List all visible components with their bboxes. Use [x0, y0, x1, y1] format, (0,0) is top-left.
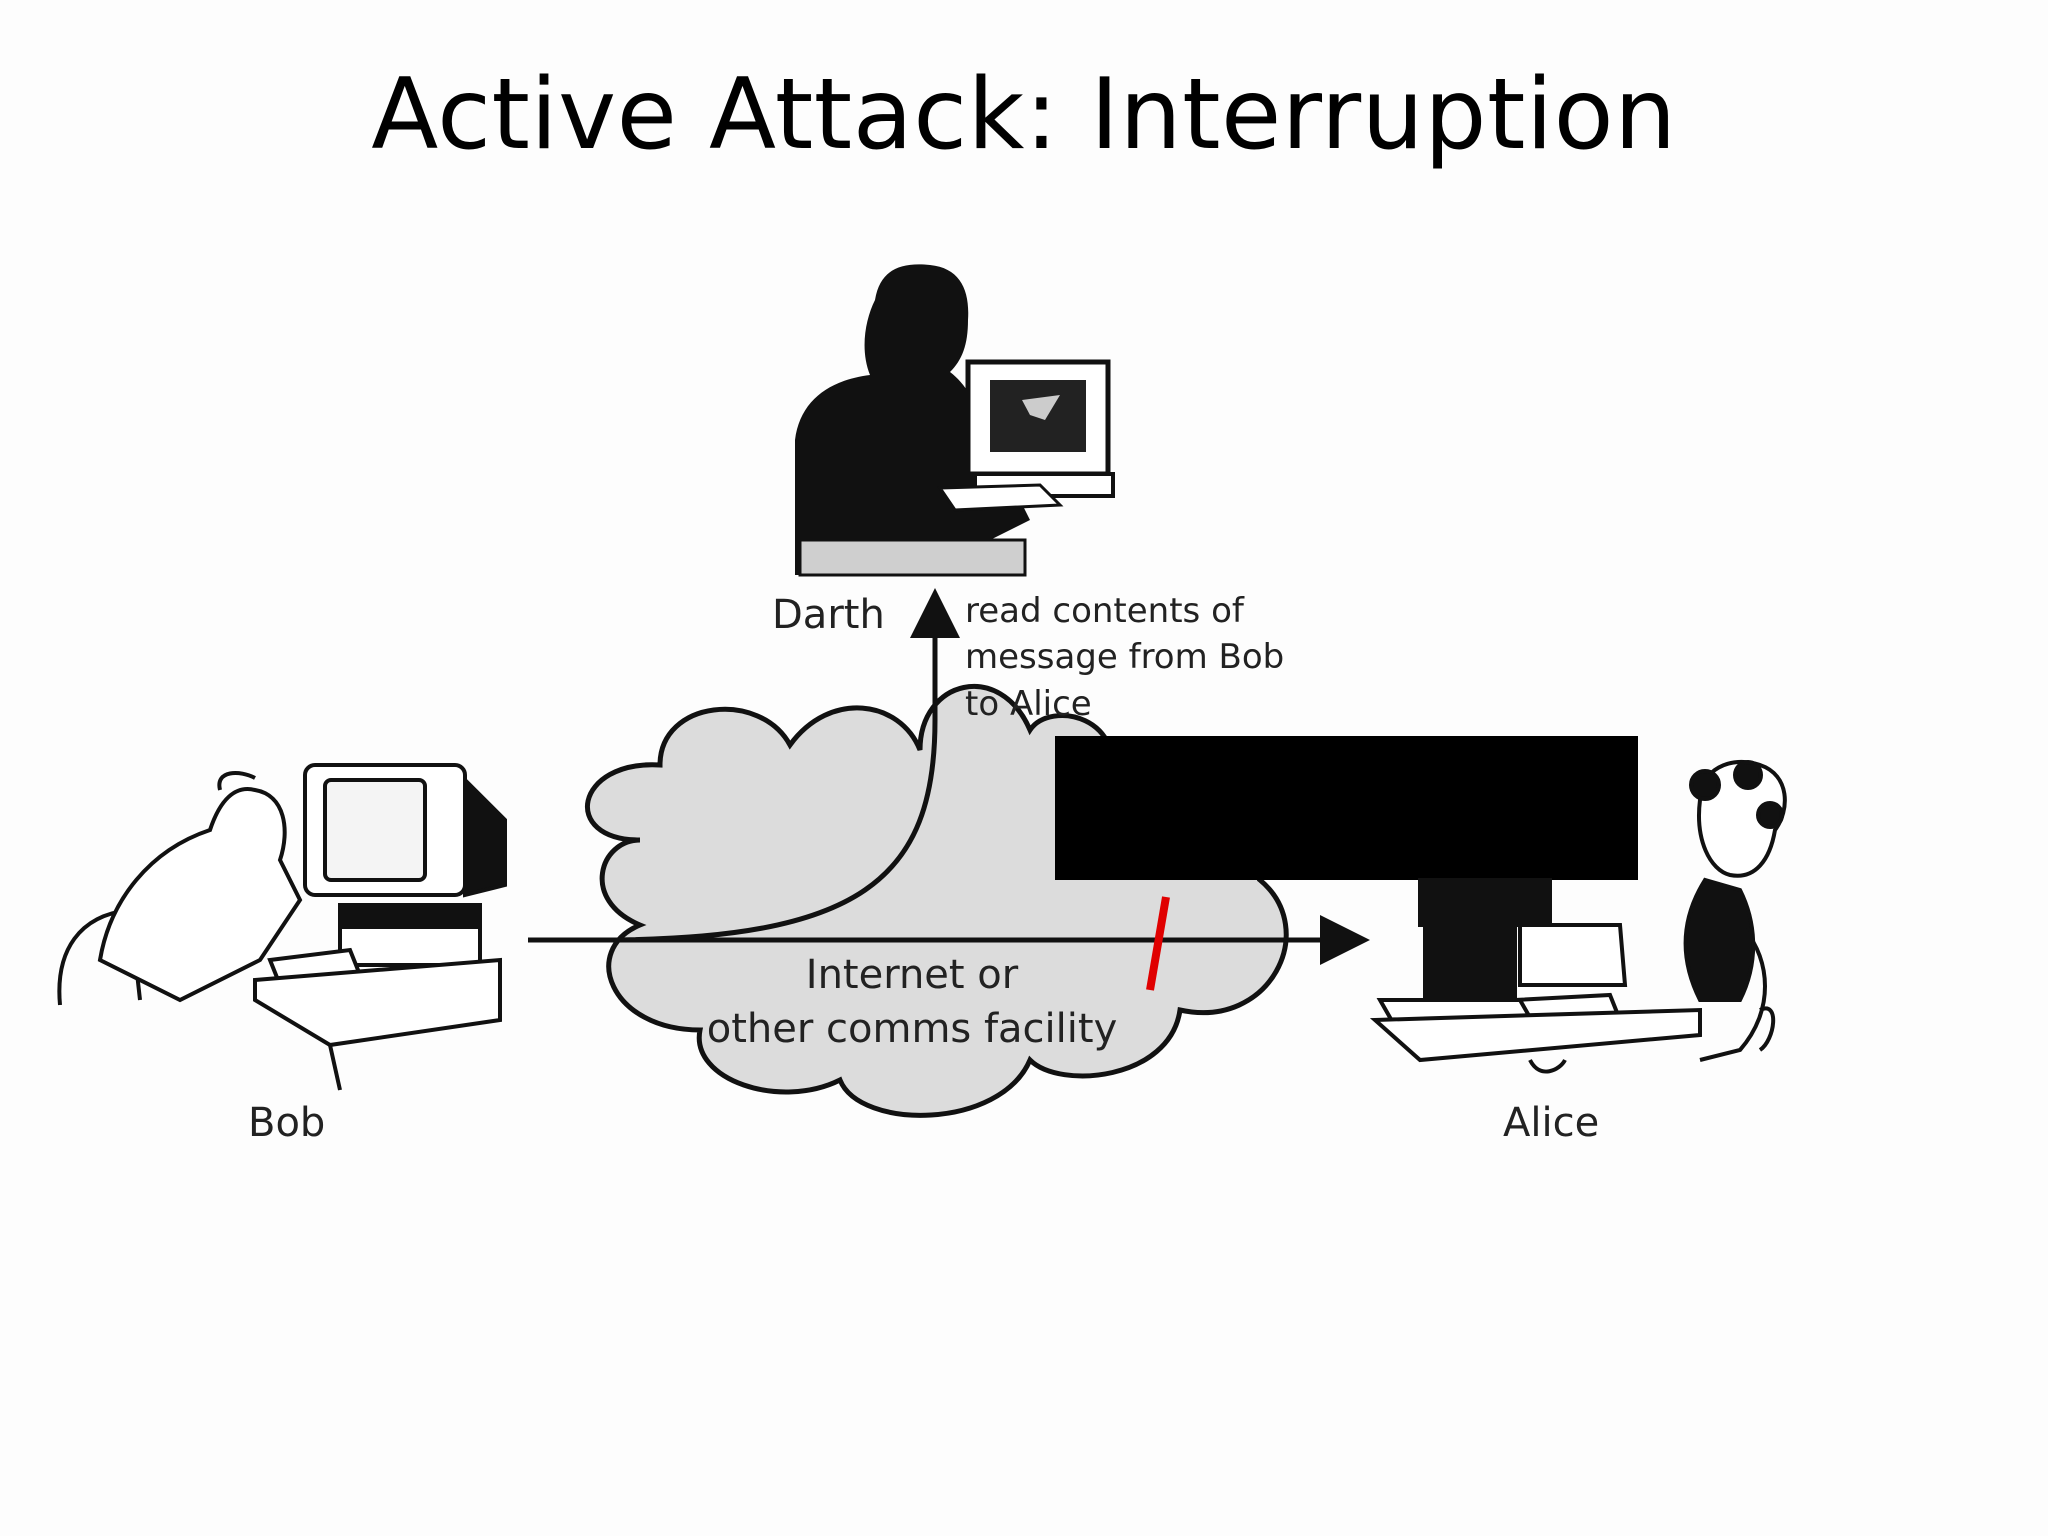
darth-figure [795, 264, 1115, 577]
bob-figure [57, 763, 507, 1091]
alice-label: Alice [1503, 1100, 1599, 1146]
network-label-line-1: Internet or [806, 952, 1019, 998]
slide-title: Active Attack: Interruption [371, 58, 1677, 172]
network-label-line-2: other comms facility [707, 1006, 1118, 1052]
alice-figure [1369, 759, 1787, 1074]
darth-label: Darth [772, 592, 885, 638]
annotation-line-3: to Alice [965, 684, 1092, 724]
interruption-mark [1146, 896, 1170, 991]
annotation-line-1: read contents of [965, 591, 1245, 631]
intercept-arrow [599, 588, 960, 943]
annotation-line-2: message from Bob [965, 637, 1284, 677]
redaction-box [1055, 736, 1638, 880]
bob-label: Bob [248, 1100, 325, 1146]
